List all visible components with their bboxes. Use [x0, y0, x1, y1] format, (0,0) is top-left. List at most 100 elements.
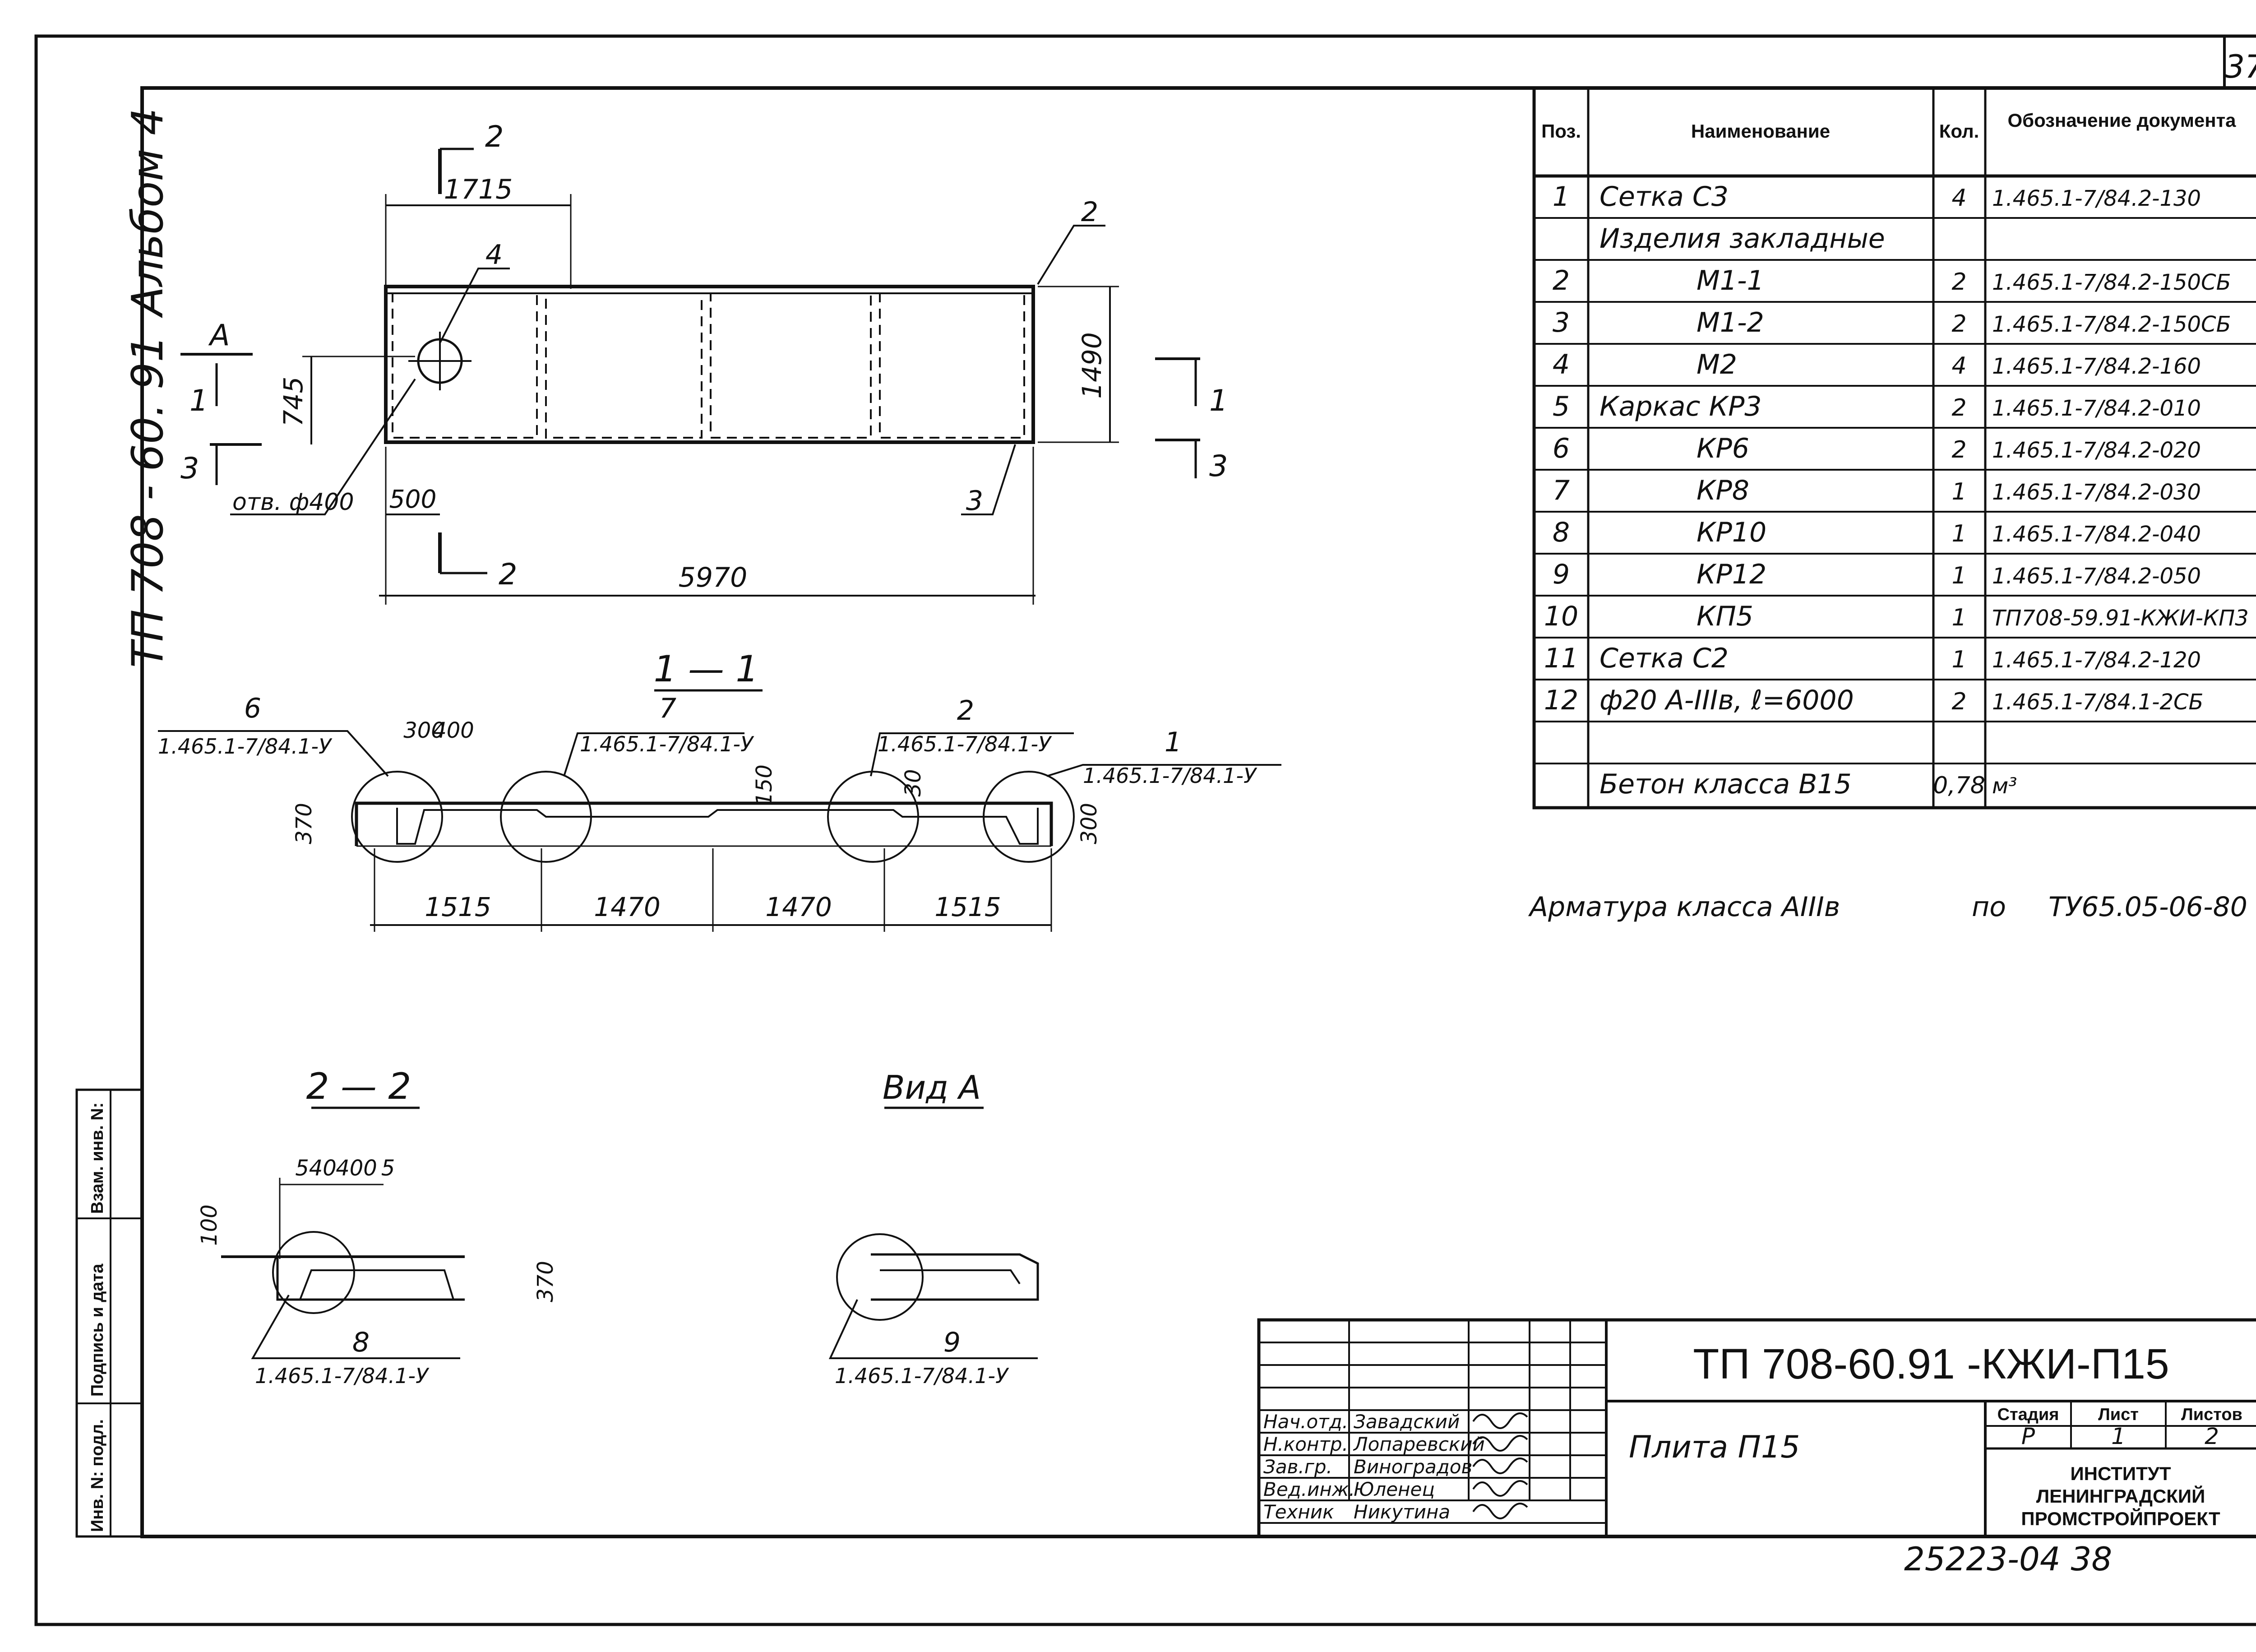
view-a-outline	[871, 1253, 1039, 1301]
institute-line-3: ПРОМСТРОЙПРОЕКТ	[2021, 1508, 2220, 1529]
footer-number: 25223-04 38	[1904, 1540, 2112, 1578]
staff-grid	[1259, 1320, 1606, 1524]
staff-role: Нач.отд.	[1263, 1411, 1348, 1433]
section-1-1: 1 — 1 1515 1470 1470 1515 300 400 150 30…	[158, 648, 1281, 932]
spec-cell-qty: 2	[1951, 436, 1966, 463]
callout-8-num: 8	[352, 1327, 370, 1358]
spec-cell-name: Сетка С3	[1600, 181, 1729, 213]
staff-name: Никутина	[1354, 1501, 1450, 1523]
callout-1-ref: 1.465.1-7/84.1-У	[1083, 764, 1257, 788]
spec-cell-doc: 1.465.1-7/84.2-010	[1992, 396, 2201, 421]
s1-left-label: 1	[190, 384, 208, 418]
spec-cell-pos: 3	[1553, 307, 1570, 338]
view-a-title: Вид А	[883, 1069, 981, 1106]
dim-500: 500	[389, 485, 437, 514]
dim-300-right: 300	[1077, 803, 1102, 844]
spec-cell-pos: 11	[1544, 643, 1578, 674]
spec-cell-pos: 10	[1544, 601, 1578, 632]
s3-right-label: 3	[1209, 449, 1228, 483]
signature-date-label: Подпись и дата	[88, 1263, 107, 1397]
spec-table-frame	[1532, 86, 2256, 810]
sheet-number: 37	[2224, 48, 2256, 85]
staff-role: Вед.инж.	[1263, 1478, 1355, 1500]
callout-2-ref: 1.465.1-7/84.1-У	[878, 732, 1052, 756]
note-right: ТУ65.05-06-80	[2048, 891, 2247, 923]
spec-cell-name: КР6	[1697, 433, 1749, 464]
spec-cell-name: КР10	[1697, 517, 1766, 548]
dim-5: 5	[381, 1156, 395, 1181]
signature-mark	[1472, 1458, 1528, 1474]
album-label: Альбом 4	[123, 108, 173, 319]
spec-cell-doc: 1.465.1-7/84.1-2СБ	[1992, 689, 2203, 715]
title-block-frame	[1257, 1318, 2256, 1538]
dim-1515-left: 1515	[425, 892, 491, 922]
staff-name: Завадский	[1354, 1411, 1460, 1433]
sec2-top-label: 2	[485, 120, 504, 154]
detail-circle-6	[351, 771, 443, 863]
spec-header-name: Наименование	[1691, 120, 1830, 142]
dim-150: 150	[752, 764, 777, 806]
left-stamp-frame	[75, 1088, 143, 1538]
left-stamp: Инв. N: подл. Подпись и дата Взам. инв. …	[75, 1088, 143, 1538]
callout-8-leader	[251, 1295, 460, 1359]
sheets-header: Листов	[2181, 1405, 2242, 1424]
spec-cell-name: М1-1	[1697, 265, 1764, 296]
institute-line-1: ИНСТИТУТ	[2070, 1463, 2171, 1484]
dim-400: 400	[433, 718, 474, 743]
title-block: ТП 708-60.91 -КЖИ-П15 Плита П15 Стадия Л…	[1257, 1318, 2256, 1538]
callout-7-leader	[563, 732, 744, 777]
dim-1470-right: 1470	[765, 892, 832, 922]
dim-100: 100	[197, 1204, 222, 1246]
stage-value: Р	[2021, 1423, 2035, 1449]
spec-cell-pos: 6	[1553, 433, 1570, 464]
spec-cell-name: ф20 А-IIIв, ℓ=6000	[1600, 685, 1854, 716]
sheet-header: Лист	[2098, 1405, 2139, 1424]
staff-name: Лопаревский	[1353, 1433, 1485, 1455]
callout-9-ref: 1.465.1-7/84.1-У	[835, 1364, 1009, 1388]
spec-cell-doc: ТП708-59.91-КЖИ-КП3	[1992, 606, 2249, 631]
staff-name: Юленец	[1354, 1478, 1435, 1500]
outer-frame	[34, 34, 2256, 1626]
spec-cell-qty: 2	[1951, 268, 1966, 296]
spec-cell-name: КП5	[1697, 601, 1753, 632]
hole-label: отв. ф400	[232, 489, 354, 516]
spec-cell-doc: 1.465.1-7/84.2-160	[1992, 354, 2201, 379]
hole-leader	[230, 378, 416, 515]
dim-300: 300	[403, 718, 445, 743]
callout-6-ref: 1.465.1-7/84.1-У	[158, 734, 333, 759]
spec-cell-doc: 1.465.1-7/84.2-120	[1992, 648, 2201, 673]
s3-left-label: 3	[180, 452, 199, 486]
spec-cell-name: Бетон класса В15	[1600, 768, 1852, 800]
spec-cell-name: КР8	[1697, 475, 1749, 506]
spec-cell-doc: 1.465.1-7/84.2-050	[1992, 564, 2201, 589]
staff-role: Зав.гр.	[1263, 1456, 1332, 1478]
plan-callout-2: 2	[1081, 196, 1098, 228]
spec-cell-doc: м³	[1992, 773, 2017, 799]
spec-cell-doc: 1.465.1-7/84.2-150СБ	[1992, 312, 2231, 337]
detail-circle-8	[272, 1231, 355, 1314]
spec-cell-qty: 2	[1951, 394, 1966, 421]
dim-540: 540	[295, 1156, 337, 1181]
dim-30: 30	[901, 769, 926, 796]
spec-cell-pos: 4	[1553, 349, 1570, 380]
signature-mark	[1472, 1435, 1528, 1452]
spec-cell-name: КР12	[1697, 559, 1766, 590]
callout-9-leader	[828, 1299, 1038, 1359]
note-left: Арматура класса АIIIв	[1528, 891, 1840, 923]
spec-cell-qty: 2	[1951, 688, 1966, 715]
detail-circle-1	[983, 771, 1075, 863]
spec-cell-qty: 1	[1951, 646, 1966, 673]
dim-400-22: 400	[336, 1156, 377, 1181]
plan-callout-3: 3	[966, 485, 983, 517]
spec-cell-pos: 7	[1553, 475, 1570, 506]
spec-cell-pos: 12	[1544, 685, 1578, 716]
spec-cell-pos: 1	[1553, 181, 1570, 213]
callout-2-leader	[1037, 225, 1105, 285]
section-1-1-profile	[396, 808, 1039, 845]
callout-4-leader	[439, 268, 510, 343]
spec-header-qty: Кол.	[1939, 120, 1979, 142]
spec-cell-doc: 1.465.1-7/84.2-130	[1992, 186, 2201, 211]
spec-cell-name: Сетка С2	[1600, 643, 1729, 674]
spec-cell-qty: 1	[1951, 562, 1966, 589]
